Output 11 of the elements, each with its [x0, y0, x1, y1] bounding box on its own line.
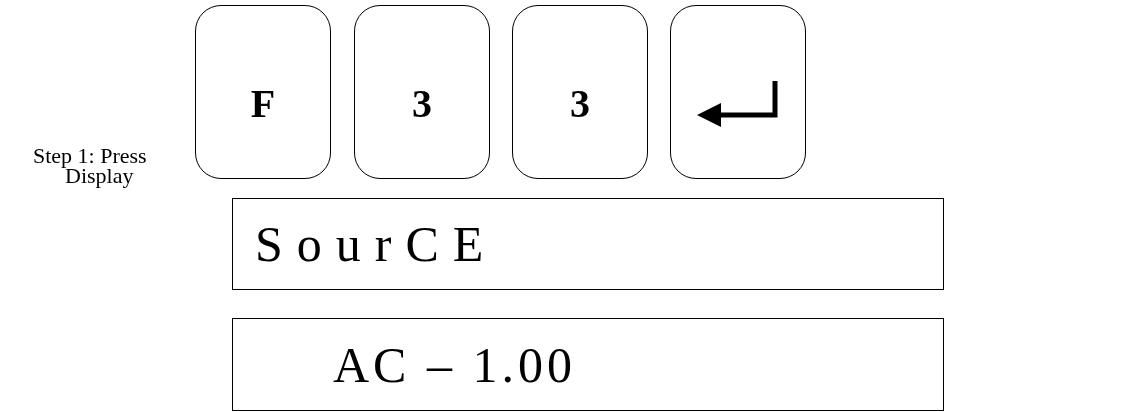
key-label: F: [250, 79, 276, 127]
key-button: [512, 5, 648, 179]
display-text: SourCE: [254, 215, 498, 273]
key-button: [670, 5, 806, 179]
key-button: [195, 5, 331, 179]
display-screen: [232, 198, 944, 290]
display-text: AC – 1.00: [332, 335, 576, 394]
key-label: 3: [412, 79, 432, 127]
display-screen: [232, 318, 944, 411]
key-button: [354, 5, 490, 179]
key-label: 3: [570, 79, 590, 127]
